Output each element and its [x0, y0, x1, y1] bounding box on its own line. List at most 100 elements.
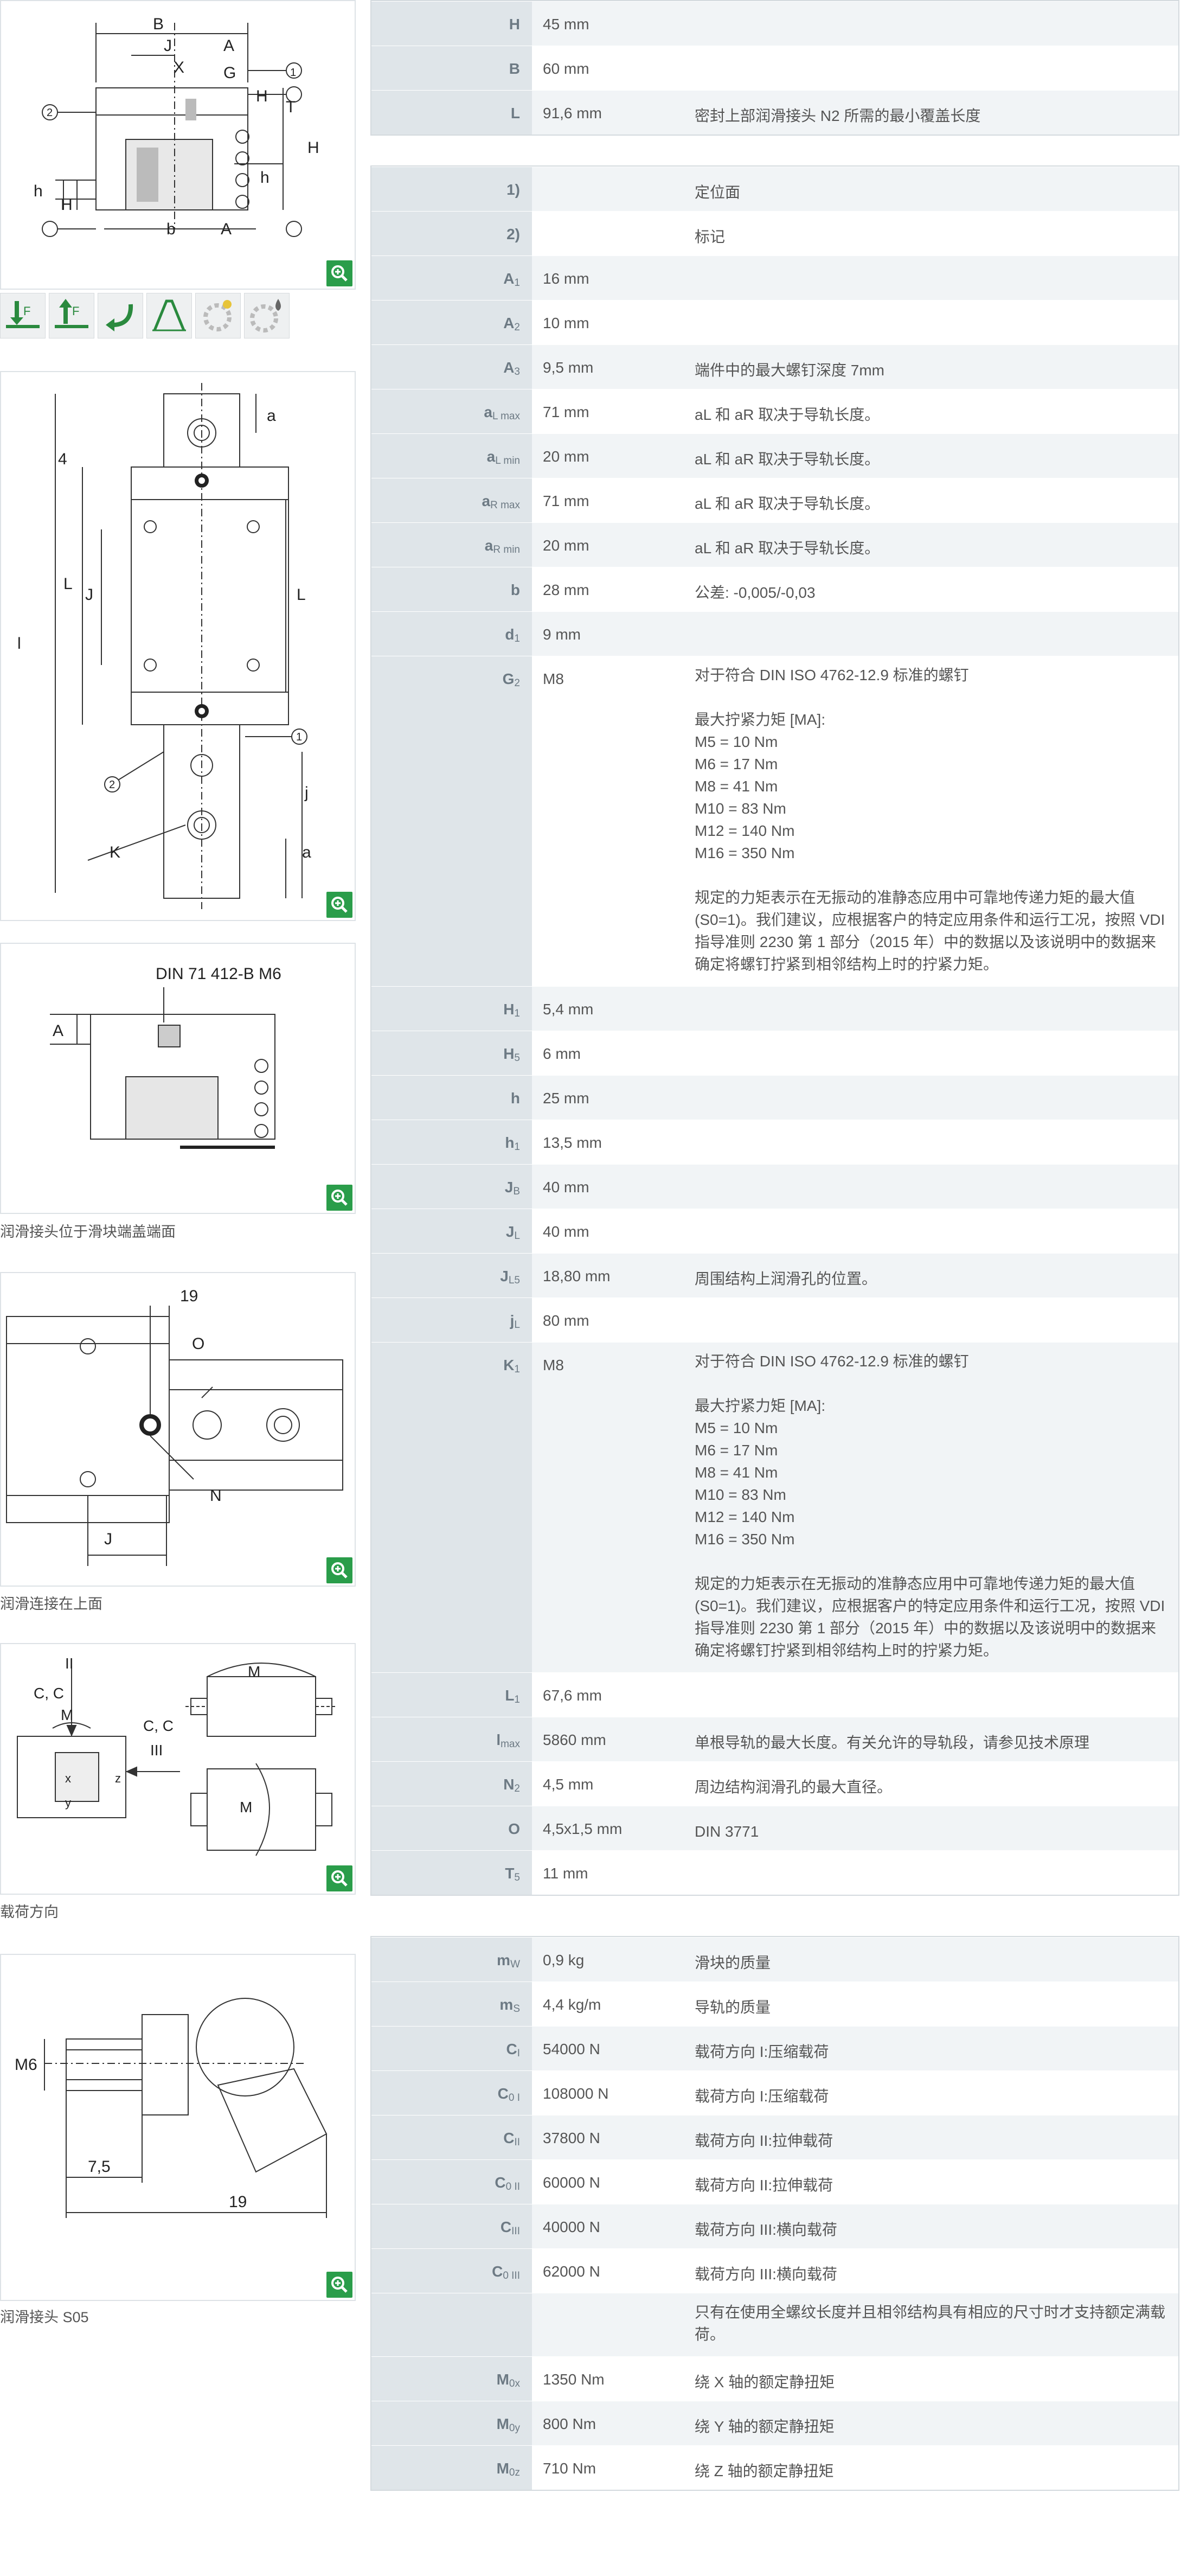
param-symbol: h1 — [371, 1120, 532, 1164]
param-symbol-main: m — [497, 1952, 511, 1968]
direction-II-label: II — [65, 1655, 74, 1672]
dim-L1-label: L — [297, 586, 306, 604]
param-symbol-sub: 2 — [514, 677, 520, 689]
description-line — [695, 1550, 1171, 1573]
param-symbol-sub: I — [517, 2048, 520, 2059]
param-value: 16 mm — [532, 256, 689, 300]
param-symbol-sub: 1 — [514, 1364, 520, 1375]
param-symbol: L — [371, 91, 532, 135]
param-symbol-sub: L max — [492, 411, 520, 422]
zoom-button[interactable] — [326, 260, 352, 286]
lubrication-icon — [195, 293, 241, 338]
description-line: M12 = 140 Nm — [695, 822, 795, 839]
param-symbol: mS — [371, 1982, 532, 2026]
zoom-button[interactable] — [326, 1185, 352, 1211]
param-value: 9 mm — [532, 612, 689, 656]
param-value: 0,9 kg — [532, 1938, 689, 1981]
moment-M0y-label: M — [240, 1799, 252, 1816]
param-symbol-main: C — [506, 2041, 517, 2057]
param-description — [689, 1209, 1178, 1253]
magnifier-icon — [331, 2277, 348, 2293]
param-symbol: JB — [371, 1165, 532, 1209]
dim-A2-label: A — [223, 37, 234, 55]
description-line: 对于符合 DIN ISO 4762-12.9 标准的螺钉 — [695, 667, 969, 683]
param-description: 周边结构润滑孔的最大直径。 — [689, 1762, 1178, 1806]
zoom-button[interactable] — [326, 1865, 352, 1891]
param-symbol: H — [371, 2, 532, 46]
load-direction-svg: II C, C M C, C III M M x y z — [17, 1655, 337, 1856]
dim-JB-label: J — [164, 37, 172, 55]
param-description — [689, 46, 1178, 90]
param-symbol-main: T — [505, 1865, 515, 1882]
top-view-drawing: a 4 L J L l 1 2 j K a — [0, 371, 356, 921]
param-description: 绕 Z 轴的额定静扭矩 — [689, 2446, 1178, 2490]
zoom-button[interactable] — [326, 1557, 352, 1583]
dim-19-label: 19 — [180, 1287, 198, 1305]
param-value — [532, 167, 689, 211]
param-symbol-main: 2) — [506, 226, 520, 242]
description-line: 只有在使用全螺纹长度并且相邻结构具有相应的尺寸时才支持额定满载荷。 — [695, 2304, 1166, 2343]
zoom-button[interactable] — [326, 892, 352, 918]
svg-text:F: F — [23, 304, 30, 318]
param-symbol-main: B — [509, 60, 520, 77]
param-symbol-main: a — [486, 448, 496, 465]
param-symbol-main: H — [503, 1001, 515, 1018]
param-symbol-main: C — [503, 2130, 515, 2146]
param-description: 定位面 — [689, 167, 1178, 211]
param-symbol: A1 — [371, 256, 532, 300]
dim-7-5-label: 7,5 — [88, 2158, 111, 2176]
figure-caption: 载荷方向 — [0, 1904, 59, 1920]
zoom-button[interactable] — [326, 2272, 352, 2298]
param-value: 67,6 mm — [532, 1673, 689, 1717]
param-description — [689, 987, 1178, 1031]
param-symbol-sub: 0z — [509, 2467, 520, 2478]
param-symbol-main: h — [510, 1090, 520, 1107]
dim-H5-label: H — [256, 87, 268, 105]
dim-G2-label: G — [223, 64, 236, 82]
param-symbol: B — [371, 46, 532, 90]
param-value: 54000 N — [532, 2027, 689, 2070]
description-line: M5 = 10 Nm — [695, 733, 778, 750]
direction-III-label: III — [150, 1742, 163, 1759]
param-value: 91,6 mm — [532, 91, 689, 135]
description-line: M12 = 140 Nm — [695, 1508, 795, 1525]
param-value: 71 mm — [532, 478, 689, 522]
callout-2-label: 2 — [109, 779, 115, 791]
magnifier-icon — [331, 265, 348, 282]
param-value: 20 mm — [532, 523, 689, 567]
dim-K1-label: K — [110, 843, 120, 861]
param-symbol: aR min — [371, 523, 532, 567]
load-C-C0-label-b: C, C — [143, 1717, 174, 1734]
param-symbol-main: K — [503, 1357, 515, 1373]
param-symbol-main: N — [503, 1776, 515, 1793]
param-symbol-main: J — [500, 1268, 509, 1284]
dim-19-label: 19 — [229, 2193, 247, 2211]
dim-H-label: H — [307, 139, 319, 157]
param-symbol: K1 — [371, 1343, 532, 1672]
param-symbol-sub: 0x — [509, 2378, 520, 2389]
param-symbol-main: h — [505, 1134, 515, 1151]
param-value: 1350 Nm — [532, 2357, 689, 2401]
param-symbol-main: a — [484, 537, 493, 554]
param-description — [689, 1165, 1178, 1209]
param-value: 62000 N — [532, 2249, 689, 2293]
param-symbol: lmax — [371, 1717, 532, 1761]
param-symbol: CII — [371, 2115, 532, 2159]
param-symbol-main: M — [496, 2460, 509, 2477]
param-symbol-sub: L — [514, 1230, 520, 1242]
dim-N2-label: N — [210, 1487, 222, 1505]
param-value: 4,5x1,5 mm — [532, 1806, 689, 1850]
param-symbol: 1) — [371, 167, 532, 211]
axis-y-label: y — [65, 1796, 71, 1810]
dim-X-label: X — [174, 59, 184, 76]
